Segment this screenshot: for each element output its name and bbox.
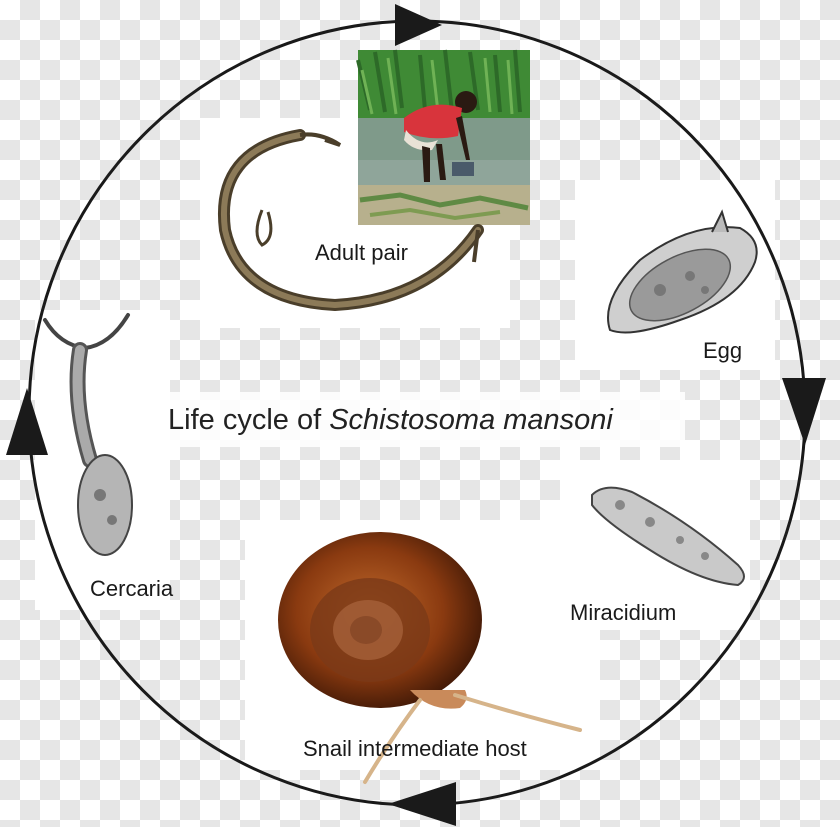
arrow-bottom-icon (388, 782, 456, 826)
miracidium-label: Miracidium (570, 600, 677, 625)
egg-image (607, 209, 758, 334)
diagram-title: Life cycle of Schistosoma mansoni (168, 404, 613, 437)
snail-image (278, 532, 582, 784)
adult-pair-image (218, 129, 484, 312)
title-prefix: Life cycle of (168, 404, 330, 436)
egg-label: Egg (703, 338, 743, 363)
title-panel (160, 392, 685, 447)
arrow-top-icon (395, 4, 442, 46)
miracidium-image (591, 486, 745, 587)
cercaria-label: Cercaria (90, 576, 174, 601)
cercaria-image (43, 313, 133, 556)
adult-pair-label: Adult pair (315, 240, 408, 265)
snail-label: Snail intermediate host (303, 736, 527, 761)
title-species: Schistosoma mansoni (329, 404, 613, 436)
arrow-right-icon (782, 378, 826, 445)
arrow-left-icon (6, 388, 48, 455)
water-contact-photo (356, 49, 530, 225)
